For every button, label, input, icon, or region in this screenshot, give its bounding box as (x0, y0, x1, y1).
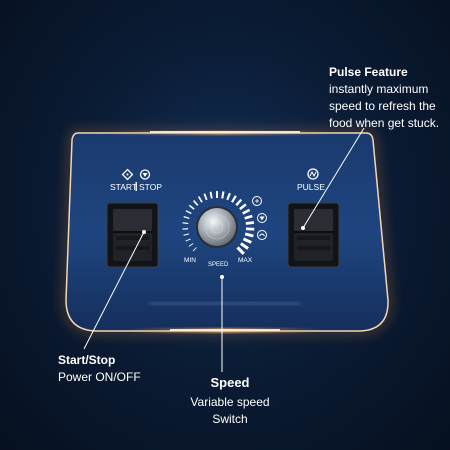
dial-tick (192, 200, 199, 206)
dial-tick (188, 243, 194, 247)
start-stop-callout: Start/Stop Power ON/OFF (58, 352, 178, 386)
pulse-rocker-switch[interactable] (287, 202, 340, 268)
start-stop-leader-line (83, 231, 145, 350)
speed-callout-line-2: Switch (212, 412, 248, 426)
speed-dial-scale (182, 191, 255, 255)
dial-tick (236, 246, 245, 255)
smoothie-icon (257, 213, 267, 223)
pulse-icon (307, 168, 319, 180)
blend-icon (257, 230, 267, 240)
dial-tick (183, 215, 190, 220)
dial-tick (192, 247, 197, 252)
dial-speed-label: SPEED (208, 262, 229, 268)
dial-tick (188, 204, 195, 210)
dial-tick (209, 191, 213, 199)
start-icon (121, 168, 134, 181)
pulse-callout-line-1: instantly maximum (329, 82, 429, 96)
pulse-label: PULSE (297, 182, 325, 192)
dial-tick (182, 222, 189, 225)
stop-label: STOP (139, 182, 162, 192)
dial-tick (242, 208, 251, 215)
dial-min-label: MIN (184, 257, 196, 264)
start-stop-rocker-switch[interactable] (106, 202, 159, 268)
dial-tick (242, 237, 252, 244)
speed-knob[interactable] (196, 206, 238, 248)
dial-tick (244, 214, 253, 220)
stop-icon (139, 169, 151, 180)
pulse-leader-line (302, 127, 365, 229)
dial-tick (240, 242, 249, 250)
dial-tick (185, 210, 192, 215)
start-stop-divider (135, 182, 137, 191)
dial-tick (245, 221, 255, 225)
dial-tick (235, 198, 243, 207)
ice-icon (252, 196, 262, 206)
pulse-callout-title: Pulse Feature (329, 65, 408, 79)
start-stop-callout-line: Power ON/OFF (58, 370, 141, 384)
dial-tick (226, 192, 231, 201)
speed-callout-line-1: Variable speed (190, 395, 270, 409)
dial-tick (221, 191, 225, 199)
dial-tick (231, 195, 237, 203)
start-stop-leader-dot (142, 230, 146, 234)
dial-tick (245, 227, 255, 231)
pulse-callout-line-3: food when get stuck. (329, 116, 440, 130)
dial-tick (197, 196, 203, 203)
dial-tick (203, 193, 208, 201)
dial-max-label: MAX (238, 257, 253, 264)
pulse-callout-line-2: speed to refresh the (329, 99, 436, 113)
dial-tick (244, 232, 254, 238)
start-label: START (110, 182, 137, 192)
start-stop-callout-title: Start/Stop (58, 353, 116, 367)
speed-callout: Speed Variable speed Switch (175, 374, 285, 428)
pulse-callout: Pulse Feature instantly maximum speed to… (329, 64, 449, 132)
pulse-leader-dot (301, 226, 305, 230)
dial-tick (185, 238, 191, 242)
dial-tick (239, 203, 247, 211)
speed-callout-title: Speed (210, 375, 250, 390)
dial-tick (183, 233, 189, 236)
speed-leader-dot (220, 275, 224, 279)
